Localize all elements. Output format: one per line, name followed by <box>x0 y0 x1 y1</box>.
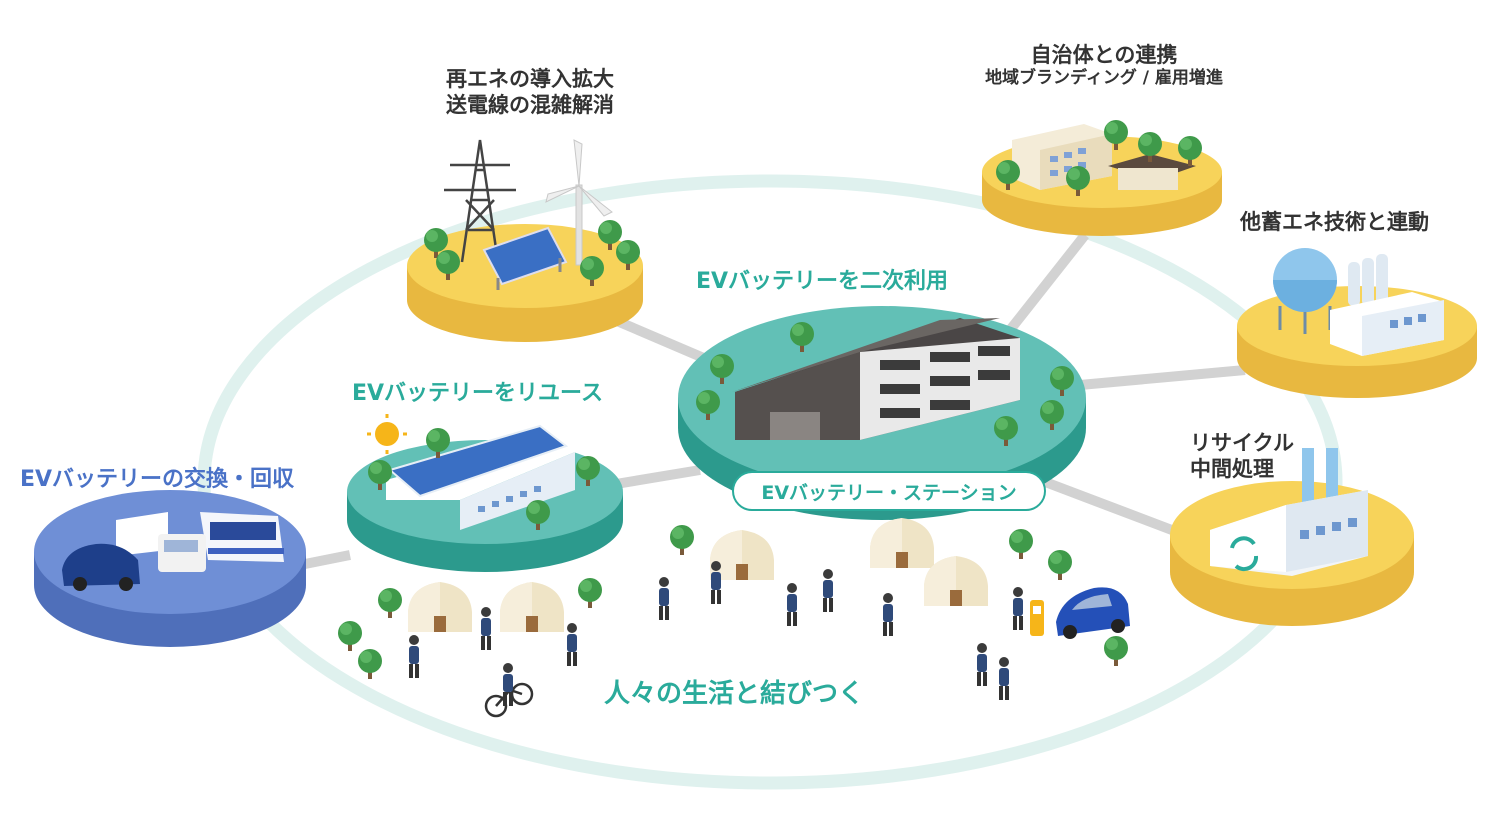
solar-panel-icon <box>386 424 575 530</box>
renewable-label: 再エネの導入拡大 送電線の混雑解消 <box>410 66 650 119</box>
reuse-platform <box>347 414 623 572</box>
exchange-platform <box>34 490 306 647</box>
life-label: 人々の生活と結びつく <box>604 679 865 709</box>
charger-icon <box>1030 600 1044 636</box>
ev-car-icon <box>1056 587 1130 639</box>
municipal-platform <box>982 120 1222 236</box>
factory-icon <box>1210 448 1368 576</box>
person-icon <box>823 569 833 612</box>
solar-panel-icon <box>482 226 568 290</box>
tent-icon <box>500 582 564 632</box>
person-icon <box>883 593 893 636</box>
recycle-line-1: リサイクル <box>1190 431 1294 455</box>
reuse-label: EVバッテリーをリユース <box>352 381 603 406</box>
power-tower-icon <box>444 139 516 263</box>
recycle-line-2: 中間処理 <box>1190 457 1274 482</box>
warehouse-icon <box>732 318 1020 440</box>
storage-label: 他蓄エネ技術と連動 <box>1240 210 1429 234</box>
person-icon <box>481 607 491 650</box>
person-icon <box>999 657 1009 700</box>
tent-icon <box>870 518 934 568</box>
person-icon <box>787 583 797 626</box>
municipal-subtitle: 地域ブランディング / 雇用増進 <box>985 68 1223 89</box>
renewable-platform <box>407 139 643 342</box>
wind-turbine-icon <box>545 139 613 266</box>
person-icon <box>977 643 987 686</box>
recycle-label: リサイクル 中間処理 <box>1190 430 1294 483</box>
renewable-line-1: 再エネの導入拡大 <box>446 67 614 91</box>
center-title: EVバッテリーを二次利用 <box>696 269 949 294</box>
bus-icon <box>200 512 284 562</box>
person-icon <box>567 623 577 666</box>
recycle-platform <box>1170 448 1414 626</box>
factory-icon <box>1330 292 1444 356</box>
village <box>338 518 1130 718</box>
renewable-line-2: 送電線の混雑解消 <box>446 93 614 118</box>
tent-icon <box>408 582 472 632</box>
gas-tank-icon <box>1273 248 1388 334</box>
person-icon <box>1013 587 1023 630</box>
recycle-icon <box>1230 536 1259 572</box>
municipal-label: 自治体との連携 地域ブランディング / 雇用増進 <box>944 42 1264 90</box>
station-pill: EVバッテリー・ステーション <box>732 471 1046 511</box>
person-icon <box>503 663 513 706</box>
person-icon <box>409 635 419 678</box>
sun-icon <box>367 414 407 454</box>
truck-icon <box>116 512 206 572</box>
person-icon <box>659 577 669 620</box>
storage-platform <box>1237 248 1477 398</box>
exchange-label: EVバッテリーの交換・回収 <box>20 467 295 492</box>
municipal-title: 自治体との連携 <box>1030 43 1178 67</box>
person-icon <box>711 561 721 604</box>
ev-car-icon <box>62 543 140 591</box>
